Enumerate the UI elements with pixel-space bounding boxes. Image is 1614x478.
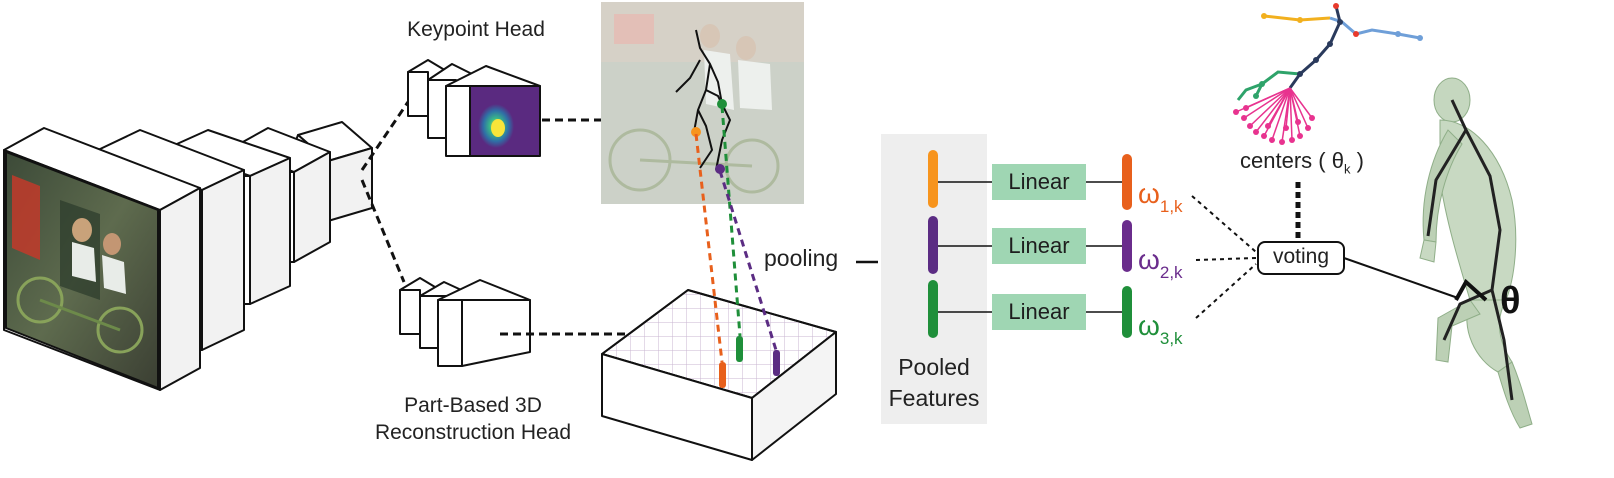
centers-label-theta: θ xyxy=(1331,148,1344,173)
linear-layer-3-label: Linear xyxy=(992,294,1086,330)
pooled-features-label: Pooled Features xyxy=(881,352,987,414)
recon-head-label-line1: Part-Based 3D xyxy=(404,394,542,417)
centers-label-suffix: ) xyxy=(1356,148,1364,173)
centers-label-sub: k xyxy=(1343,161,1351,177)
keypoint-heatmap xyxy=(478,104,514,148)
pooled-features-line2: Features xyxy=(888,385,980,411)
recon-head-label: Part-Based 3D Reconstruction Head xyxy=(362,392,584,446)
weight-bar-2 xyxy=(1122,220,1132,272)
pooled-features-line1: Pooled xyxy=(898,354,970,380)
weight-to-voting-1 xyxy=(1191,195,1257,253)
centers-label-prefix: centers ( xyxy=(1240,148,1326,173)
weight-label-1-omega: ω xyxy=(1138,178,1160,209)
keypoint-purple xyxy=(715,164,725,174)
skeleton-overlay xyxy=(675,29,732,171)
volume-feature-purple xyxy=(773,350,780,376)
projection-line-orange xyxy=(694,133,724,363)
weight-label-1: ω1,k xyxy=(1138,180,1183,221)
pooling-label: pooling xyxy=(764,245,839,271)
keypoint-green xyxy=(717,99,727,109)
recon-head-label-line2: Reconstruction Head xyxy=(374,421,572,444)
weight-label-3: ω3,k xyxy=(1138,312,1183,353)
weight-label-3-sub: 3,k xyxy=(1159,329,1183,348)
voting-to-mesh-connector xyxy=(1343,257,1459,299)
volume-feature-green xyxy=(736,336,743,362)
skeleton-centers-graphic xyxy=(1233,3,1423,145)
weight-label-2-omega: ω xyxy=(1138,244,1160,275)
weight-label-2-sub: 2,k xyxy=(1159,263,1183,282)
volume-feature-orange xyxy=(719,362,726,388)
linear-layer-3: Linear xyxy=(992,294,1086,330)
weight-bar-1 xyxy=(1122,154,1132,210)
weight-label-2: ω2,k xyxy=(1138,246,1183,287)
keypoint-image xyxy=(601,2,804,204)
pooled-feature-2 xyxy=(928,216,938,274)
weight-to-voting-3 xyxy=(1195,263,1257,319)
weight-bar-3 xyxy=(1122,286,1132,338)
theta-label: θ xyxy=(1500,280,1521,322)
keypoint-head xyxy=(407,59,541,157)
keypoint-head-label: Keypoint Head xyxy=(407,18,545,41)
linear-layer-2: Linear xyxy=(992,228,1086,264)
projection-line-green xyxy=(720,105,742,337)
pooled-feature-3 xyxy=(928,280,938,338)
weight-label-3-omega: ω xyxy=(1138,310,1160,341)
weight-to-voting-2 xyxy=(1195,257,1257,261)
recon-head xyxy=(399,277,531,367)
keypoint-orange xyxy=(691,127,701,137)
linear-layer-2-label: Linear xyxy=(992,228,1086,264)
linear-layer-1: Linear xyxy=(992,164,1086,200)
backbone-to-keypoint-connector xyxy=(360,101,410,171)
weight-label-1-sub: 1,k xyxy=(1159,197,1183,216)
input-photo xyxy=(5,150,159,390)
body-mesh-figure xyxy=(1419,77,1533,429)
backbone-to-recon-connector xyxy=(360,179,406,283)
linear-layer-1-label: Linear xyxy=(992,164,1086,200)
voting-label: voting xyxy=(1272,245,1330,268)
projection-line-purple xyxy=(718,170,778,351)
pooled-feature-1 xyxy=(928,150,938,208)
centers-label: centers ( θk ) xyxy=(1240,148,1364,176)
